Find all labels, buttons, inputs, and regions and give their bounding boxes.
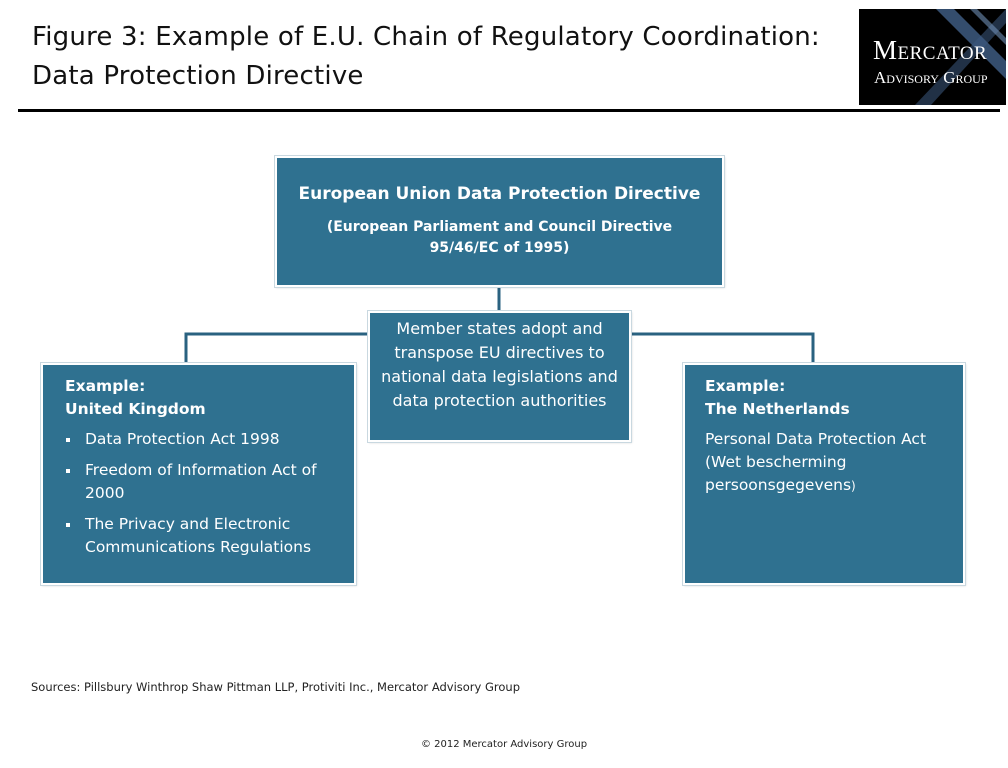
member-states-box: Member states adopt and transpose EU dir… [367,310,632,443]
member-states-text: Member states adopt and transpose EU dir… [381,319,618,410]
sources-note: Sources: Pillsbury Winthrop Shaw Pittman… [31,680,521,694]
nl-law-closing-paren: ) [851,479,856,493]
logo-tagline: Advisory Group [874,68,988,87]
list-item: The Privacy and Electronic Communication… [65,513,342,559]
nl-law-text: Personal Data Protection Act (Wet besche… [705,428,951,498]
uk-example-label: Example: [65,377,146,395]
uk-example-box: Example: United Kingdom Data Protection … [40,362,357,586]
nl-example-country: The Netherlands [705,400,850,418]
list-item: Data Protection Act 1998 [65,428,342,451]
logo-wordmark: Mercator [873,35,988,65]
nl-law-main: Personal Data Protection Act (Wet besche… [705,430,927,494]
eu-directive-box: European Union Data Protection Directive… [274,155,725,288]
page-title: Figure 3: Example of E.U. Chain of Regul… [32,18,842,96]
list-item: Freedom of Information Act of 2000 [65,459,342,505]
title-divider [18,109,1000,112]
uk-example-country: United Kingdom [65,400,206,418]
copyright-notice: © 2012 Mercator Advisory Group [420,739,588,750]
eu-directive-subheading: (European Parliament and Council Directi… [326,219,673,256]
company-logo: Mercator Advisory Group [859,9,1006,105]
eu-directive-heading: European Union Data Protection Directive [298,184,701,204]
page-title-line-1: Figure 3: Example of E.U. Chain of Regul… [32,22,820,52]
logo-x-mark-icon [915,9,1006,105]
nl-example-label: Example: [705,377,786,395]
uk-law-list: Data Protection Act 1998 Freedom of Info… [65,428,342,559]
netherlands-example-box: Example: The Netherlands Personal Data P… [682,362,966,586]
page-title-line-2: Data Protection Directive [32,61,364,91]
